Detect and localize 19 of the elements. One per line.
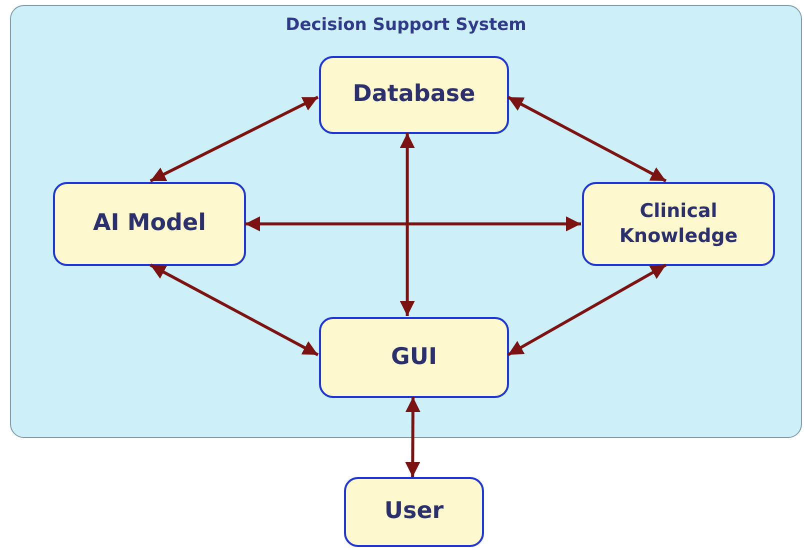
double-arrow <box>507 96 667 182</box>
system-panel <box>10 5 802 438</box>
panel-title: Decision Support System <box>284 15 528 35</box>
box-label: Database <box>352 80 476 110</box>
box-label: Clinical Knowledge <box>618 199 739 249</box>
double-arrow <box>507 264 667 356</box>
process-box <box>344 477 484 547</box>
process-box <box>319 56 509 134</box>
double-arrow <box>150 264 319 356</box>
box-label: GUI <box>390 342 438 372</box>
box-label: User <box>383 497 445 526</box>
process-box <box>582 182 775 266</box>
box-label: AI Model <box>92 209 207 238</box>
process-box <box>53 182 246 266</box>
process-box <box>319 317 509 398</box>
double-arrow <box>400 133 415 316</box>
double-arrow <box>150 96 319 182</box>
double-arrow <box>405 397 420 477</box>
double-arrow <box>245 216 581 232</box>
